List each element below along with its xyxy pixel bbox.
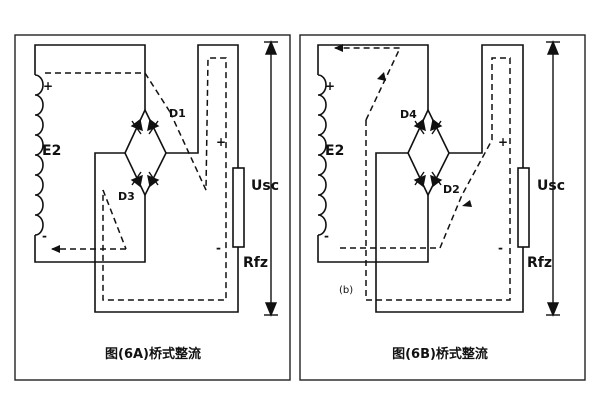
panel-b: E2 + - D4 D2 + - Usc Rfz (b) 图(6B)桥式整流 — [299, 34, 586, 381]
source-label-b: E2 — [325, 143, 344, 159]
circuit-wiring — [317, 44, 524, 313]
diode-label-d3: D3 — [118, 190, 135, 203]
load-plus-a: + — [216, 135, 226, 149]
current-path-b — [334, 44, 511, 301]
load-label-a: Rfz — [243, 255, 268, 271]
voltage-label-b: Usc — [537, 178, 565, 194]
load-minus-b: - — [498, 241, 503, 255]
caption-a: 图(6A)桥式整流 — [105, 346, 201, 362]
panel-a: E2 + - D1 D3 + - Usc Rfz 图(6A)桥式整流 — [14, 34, 291, 381]
voltage-arrow-b — [546, 40, 560, 317]
panel-a-frame — [14, 34, 291, 381]
transformer-coil-icon — [317, 74, 327, 236]
voltage-arrow-a — [264, 40, 278, 317]
load-plus-b: + — [498, 135, 508, 149]
diode-label-d1: D1 — [169, 107, 186, 120]
transformer-coil-icon — [34, 74, 44, 236]
diode-label-d2: D2 — [443, 183, 460, 196]
current-path-a — [45, 57, 227, 301]
direction-arrows-b — [377, 72, 472, 207]
diode-icons — [130, 118, 160, 188]
panel-note-b: (b) — [339, 285, 353, 296]
voltage-label-a: Usc — [251, 178, 279, 194]
diode-icons — [413, 118, 443, 188]
source-plus-a: + — [43, 79, 53, 93]
caption-b: 图(6B)桥式整流 — [392, 346, 488, 362]
source-label-a: E2 — [42, 143, 61, 159]
load-resistor — [517, 167, 530, 248]
source-minus-b: - — [324, 229, 329, 243]
load-label-b: Rfz — [527, 255, 552, 271]
load-minus-a: - — [216, 241, 221, 255]
circuit-wiring — [34, 44, 239, 313]
source-minus-a: - — [42, 229, 47, 243]
load-resistor — [232, 167, 245, 248]
source-plus-b: + — [325, 79, 335, 93]
diode-label-d4: D4 — [400, 108, 417, 121]
panel-b-frame — [299, 34, 586, 381]
